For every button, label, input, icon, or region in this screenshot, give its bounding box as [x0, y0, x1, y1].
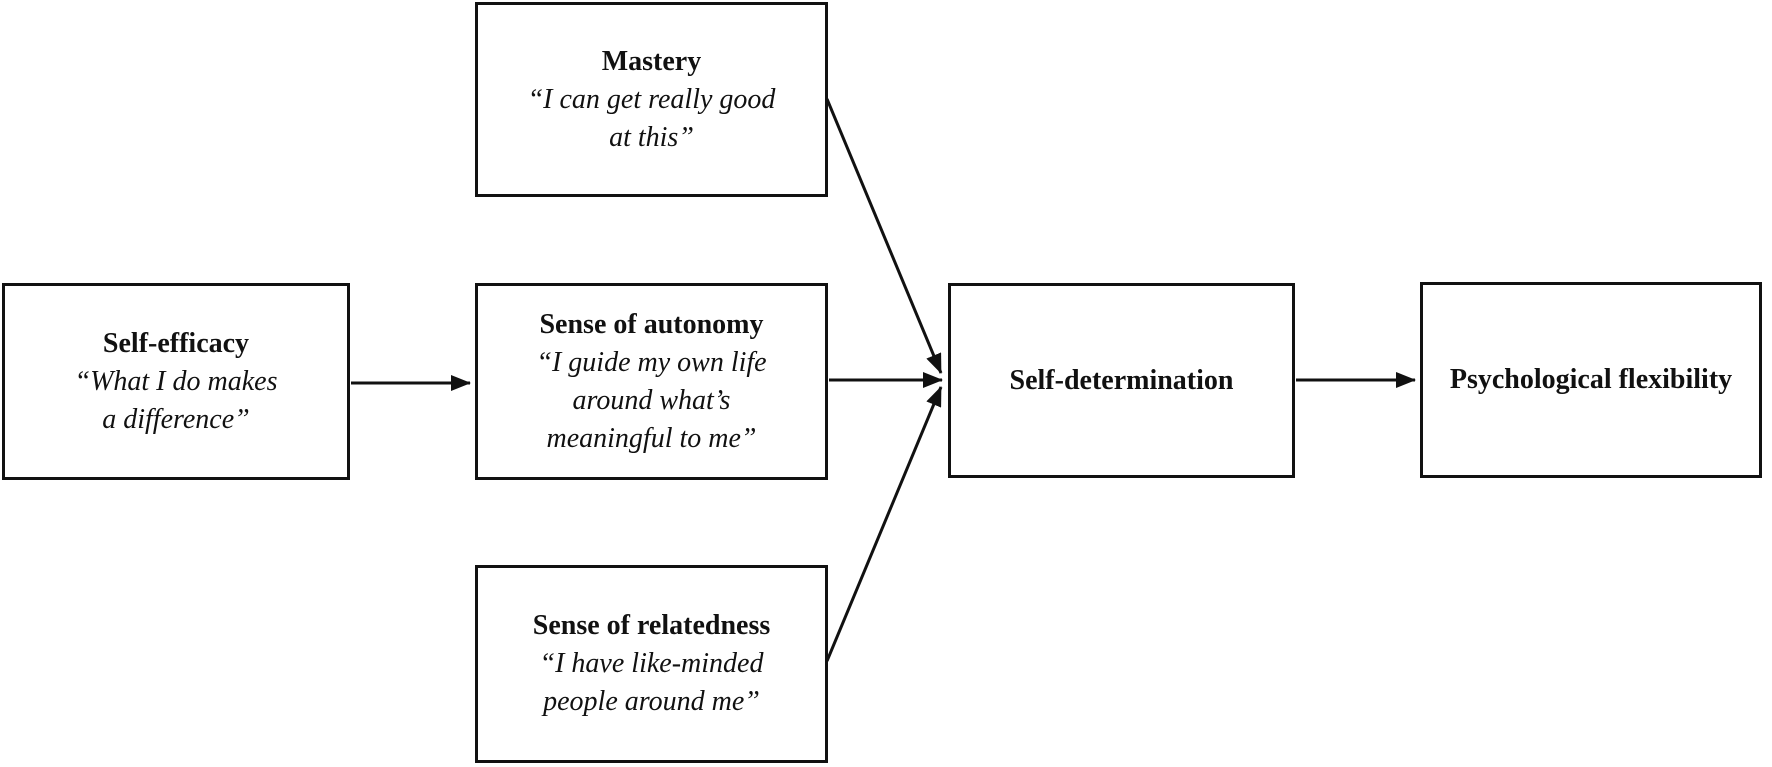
node-title: Mastery — [601, 45, 702, 77]
node-sense-of-autonomy: Sense of autonomy “I guide my own life a… — [475, 283, 828, 480]
arrow-sense-of-relatedness-to-self-determination — [825, 386, 943, 662]
node-quote: “What I do makes a difference” — [74, 365, 278, 435]
node-title: Self-determination — [1009, 364, 1234, 396]
node-title: Psychological flexibility — [1449, 364, 1733, 395]
node-self-efficacy: Self-efficacy “What I do makes a differe… — [2, 283, 350, 480]
node-psychological-flexibility: Psychological flexibility — [1420, 282, 1762, 478]
node-sense-of-relatedness: Sense of relatedness “I have like-minded… — [475, 565, 828, 763]
node-title: Sense of autonomy — [539, 308, 764, 340]
node-quote: “I have like-minded people around me” — [539, 648, 764, 717]
node-self-determination: Self-determination — [948, 283, 1295, 478]
node-title: Sense of relatedness — [532, 610, 771, 641]
arrow-mastery-to-self-determination — [825, 98, 943, 374]
node-quote: “I can get really good at this” — [527, 83, 776, 153]
node-quote: “I guide my own life around what’s meani… — [536, 346, 767, 454]
node-title: Self-efficacy — [102, 327, 250, 359]
node-mastery: Mastery “I can get really good at this” — [475, 2, 828, 197]
